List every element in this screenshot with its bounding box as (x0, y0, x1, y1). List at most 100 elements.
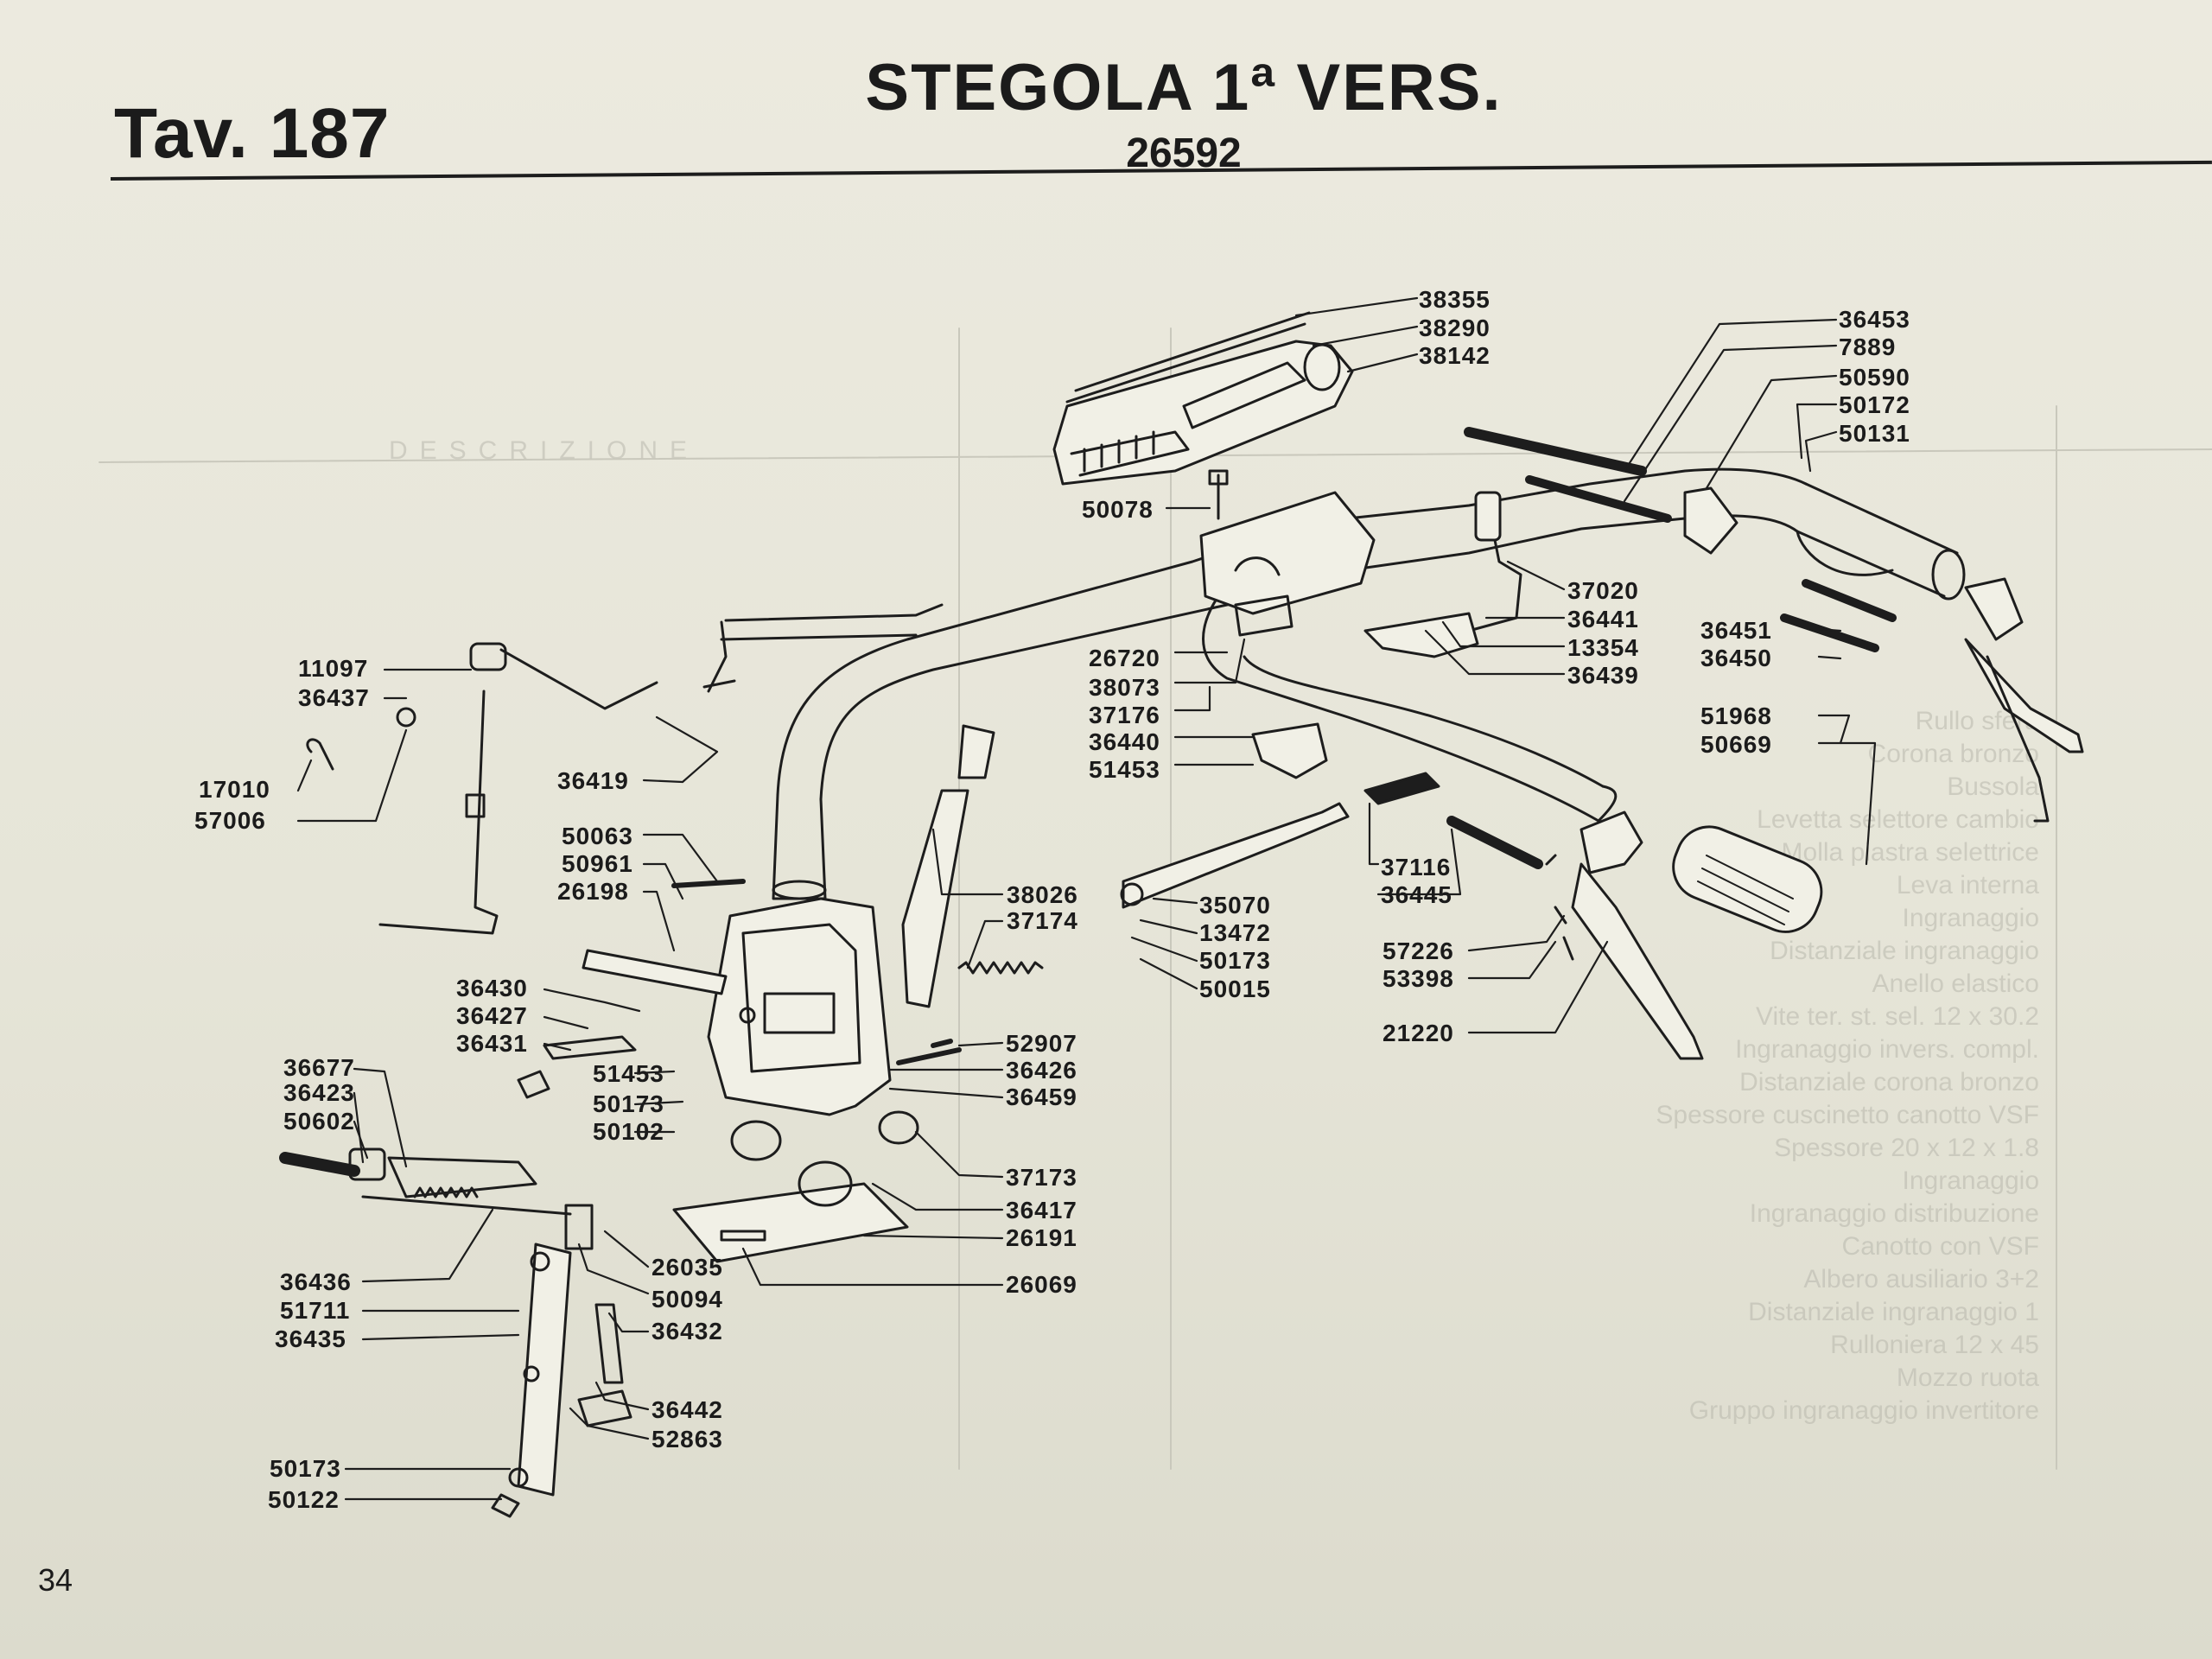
ghost-row: Bussola (1947, 772, 2039, 801)
ghost-row: Levetta selettore cambio (1757, 805, 2039, 834)
part-label-50602: 50602 (283, 1108, 355, 1135)
lever-38026 (901, 789, 969, 1008)
page-title: STEGOLA 1ª VERS. (865, 51, 1503, 124)
part-label-57226: 57226 (1382, 938, 1454, 964)
part-label-36432: 36432 (652, 1318, 723, 1344)
part-label-57006: 57006 (194, 807, 266, 834)
part-label-36445: 36445 (1381, 881, 1452, 908)
ghost-row: Albero ausiliario 3+2 (1803, 1265, 2039, 1294)
part-label-36440: 36440 (1089, 728, 1160, 755)
ghost-row: Leva interna (1896, 871, 2039, 899)
ghost-row: Distanziale corona bronzo (1739, 1068, 2039, 1096)
part-label-51968: 51968 (1700, 702, 1772, 729)
part-label-37174: 37174 (1007, 907, 1078, 934)
part-label-36459: 36459 (1006, 1084, 1077, 1110)
part-label-36441: 36441 (1567, 606, 1639, 632)
ghost-row: Rulloniera 12 x 45 (1830, 1331, 2039, 1359)
part-label-36435: 36435 (275, 1325, 346, 1352)
lower-center-bracket (672, 1110, 919, 1263)
part-label-36423: 36423 (283, 1079, 355, 1106)
right-lower-lever (1446, 810, 1823, 1060)
right-upper-lever (1464, 427, 2084, 823)
part-label-51453-lower: 51453 (593, 1060, 664, 1087)
part-label-37116: 37116 (1381, 854, 1452, 880)
part-label-50590: 50590 (1839, 364, 1910, 391)
part-label-50102: 50102 (593, 1118, 664, 1145)
handlebar-post (707, 793, 892, 1116)
part-label-37173: 37173 (1006, 1164, 1077, 1191)
part-label-36430: 36430 (456, 975, 528, 1001)
part-label-35070: 35070 (1199, 892, 1271, 918)
ghost-row: Ingranaggio distribuzione (1749, 1199, 2039, 1228)
part-label-21220: 21220 (1382, 1020, 1454, 1046)
part-label-53398: 53398 (1382, 965, 1454, 992)
part-label-36442: 36442 (652, 1396, 723, 1423)
part-label-11097: 11097 (298, 655, 369, 682)
ghost-row: Spessore 20 x 12 x 1.8 (1774, 1134, 2039, 1162)
part-label-38142: 38142 (1419, 342, 1491, 369)
part-label-50669: 50669 (1700, 731, 1772, 758)
ghost-row: Ingranaggio invers. compl. (1735, 1035, 2039, 1064)
leader-lines (296, 296, 1877, 1501)
part-label-13354: 13354 (1567, 634, 1639, 661)
ghost-row: Molla piastra selettrice (1781, 838, 2039, 867)
top-cover-group (1052, 311, 1354, 486)
part-label-36427: 36427 (456, 1002, 528, 1029)
part-label-50131: 50131 (1839, 420, 1910, 447)
part-label-50094: 50094 (652, 1286, 723, 1313)
part-label-50173-mid: 50173 (593, 1090, 664, 1117)
part-label-50078: 50078 (1082, 496, 1154, 523)
part-label-38355: 38355 (1419, 286, 1491, 313)
handlebar-frame (702, 467, 1966, 823)
part-label-26198: 26198 (557, 878, 629, 905)
part-label-36453: 36453 (1839, 306, 1910, 333)
part-label-38026: 38026 (1007, 881, 1078, 908)
part-label-17010: 17010 (199, 776, 270, 803)
spring-37174 (957, 961, 1044, 975)
part-label-38290: 38290 (1419, 315, 1491, 341)
part-label-52863: 52863 (652, 1426, 723, 1452)
part-label-38073: 38073 (1089, 674, 1160, 701)
part-label-50173-lower: 50173 (270, 1455, 341, 1482)
part-label-51453: 51453 (1089, 756, 1160, 783)
ghost-row: Gruppo ingranaggio invertitore (1688, 1396, 2039, 1425)
ghost-row: Canotto con VSF (1841, 1232, 2039, 1261)
ghost-row: Distanziale ingranaggio (1770, 937, 2039, 965)
part-label-37020: 37020 (1567, 577, 1639, 604)
ghost-row: Spessore cuscinetto canotto VSF (1656, 1101, 2039, 1129)
part-label-36439: 36439 (1567, 662, 1639, 689)
part-label-50961: 50961 (562, 850, 633, 877)
left-rod-group (306, 642, 507, 935)
ghost-row: Mozzo ruota (1896, 1363, 2039, 1392)
page-number: 34 (38, 1562, 73, 1598)
part-label-36451: 36451 (1700, 617, 1772, 644)
part-label-36437: 36437 (298, 684, 370, 711)
part-label-36417: 36417 (1006, 1197, 1077, 1224)
part-label-26191: 26191 (1006, 1224, 1077, 1251)
part-label-36426: 36426 (1006, 1057, 1077, 1084)
part-label-36450: 36450 (1700, 645, 1772, 671)
part-label-52907: 52907 (1006, 1030, 1077, 1057)
part-label-50063: 50063 (562, 823, 633, 849)
part-label-50122: 50122 (268, 1486, 340, 1513)
ghost-row: Corona bronzo (1867, 740, 2039, 768)
lower-left-mechanism (279, 1147, 632, 1518)
ghost-row: Distanziale ingranaggio 1 (1748, 1298, 2039, 1326)
ghost-row: Anello elastico (1872, 969, 2039, 998)
part-label-7889: 7889 (1839, 334, 1897, 360)
part-label-13472: 13472 (1199, 919, 1271, 946)
part-label-50172: 50172 (1839, 391, 1910, 418)
part-label-26069: 26069 (1006, 1271, 1077, 1298)
part-label-26035: 26035 (652, 1254, 723, 1281)
part-label-51711: 51711 (280, 1297, 351, 1324)
part-label-36431: 36431 (456, 1030, 528, 1057)
part-label-36419: 36419 (557, 767, 629, 794)
part-label-36677: 36677 (283, 1054, 355, 1081)
part-label-36436: 36436 (280, 1268, 352, 1295)
part-label-50015: 50015 (1199, 976, 1271, 1002)
ghost-row: Ingranaggio (1902, 1166, 2039, 1195)
part-label-37176: 37176 (1089, 702, 1160, 728)
ghost-row: Vite ter. st. sel. 12 x 30.2 (1756, 1002, 2039, 1031)
